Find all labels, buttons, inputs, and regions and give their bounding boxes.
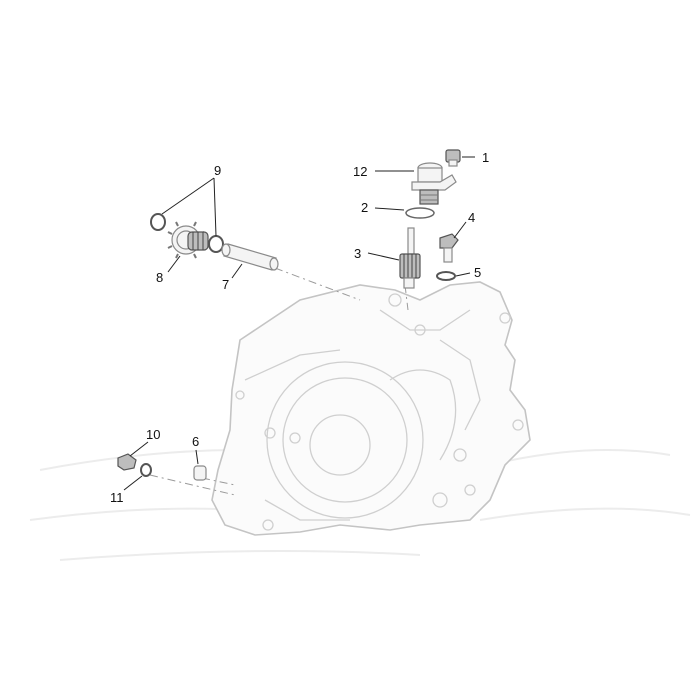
callout-9: 9: [214, 163, 221, 178]
part-dowel-pin: [193, 465, 207, 481]
part-washer: [436, 271, 456, 281]
callout-6: 6: [192, 434, 199, 449]
part-bolt: [439, 233, 459, 263]
callout-10: 10: [146, 427, 160, 442]
part-seal-ring: [140, 463, 152, 477]
part-drive-housing: [411, 162, 457, 205]
callout-7: 7: [222, 277, 229, 292]
crankcase-half: [211, 281, 531, 536]
assembly-lines: [149, 267, 409, 496]
callout-2: 2: [361, 200, 368, 215]
part-shaft: [221, 243, 279, 271]
part-gear-shaft: [399, 227, 421, 289]
part-o-ring: [405, 207, 435, 219]
callout-8: 8: [156, 270, 163, 285]
callout-labels: 1 2 3 4 5 6 7 8 9 10 11 12: [110, 150, 489, 505]
callout-5: 5: [474, 265, 481, 280]
callout-12: 12: [353, 164, 367, 179]
part-screw: [445, 149, 461, 167]
callout-11: 11: [110, 490, 124, 505]
leader-lines: [123, 156, 475, 491]
callout-4: 4: [468, 210, 475, 225]
part-gear-spring: [167, 221, 209, 259]
part-plug: [117, 453, 137, 471]
callout-1: 1: [482, 150, 489, 165]
callout-3: 3: [354, 246, 361, 261]
